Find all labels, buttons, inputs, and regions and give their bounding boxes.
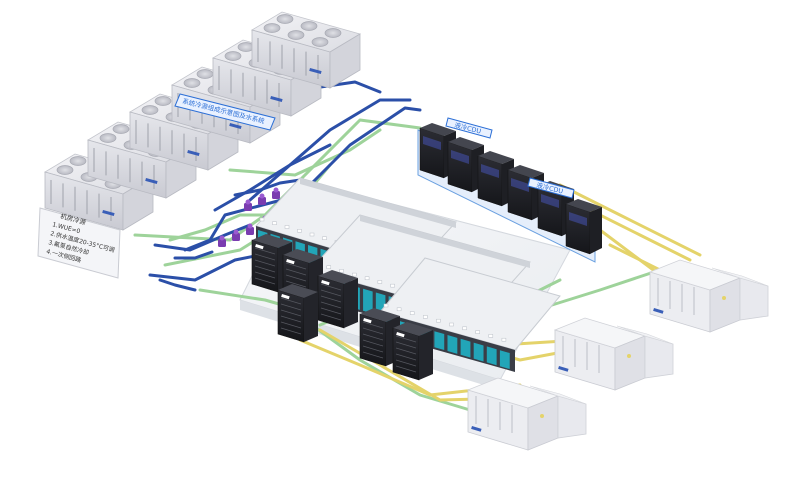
server-rack bbox=[499, 350, 510, 370]
server-rack bbox=[434, 331, 445, 351]
fan-icon bbox=[112, 124, 130, 134]
yellow-valve-icon bbox=[722, 296, 726, 300]
brand-plate bbox=[281, 294, 290, 300]
brand-plate bbox=[558, 366, 569, 372]
yellow-valve-icon bbox=[540, 414, 544, 418]
fan-icon bbox=[224, 51, 242, 61]
brand-plate bbox=[309, 68, 322, 75]
cdu-label-1-text: 液冷CDU bbox=[454, 120, 483, 135]
brand-plate bbox=[102, 210, 115, 217]
brand-plate bbox=[187, 150, 200, 157]
pump-valve-icon bbox=[244, 199, 252, 211]
outdoor-fluid-pump-unit bbox=[466, 377, 587, 451]
brand-plate bbox=[321, 280, 330, 286]
pump-valve-icon bbox=[258, 193, 266, 205]
fan-icon bbox=[154, 96, 172, 106]
brand-plate bbox=[286, 259, 295, 265]
yellow-valve-icon bbox=[627, 354, 631, 358]
fan-icon bbox=[69, 156, 87, 166]
brand-plate bbox=[363, 318, 372, 324]
fan-icon bbox=[263, 23, 281, 33]
server-rack bbox=[460, 338, 471, 358]
fan-icon bbox=[56, 165, 74, 175]
server-rack bbox=[473, 342, 484, 362]
outdoor-units bbox=[466, 259, 769, 451]
brand-plate bbox=[229, 122, 242, 130]
fan-icon bbox=[287, 30, 305, 40]
chiller-unit bbox=[250, 11, 362, 89]
fan-icon bbox=[99, 133, 117, 143]
fan-icon bbox=[141, 105, 159, 115]
precision-ac-cabinets bbox=[251, 234, 433, 381]
legend-note-card: 机房冷源 1.WUE=0 2.供水温度20-35°C可调 3.氟泵自然冷却 4.… bbox=[37, 207, 121, 279]
brand-plate bbox=[471, 425, 482, 432]
chiller-group bbox=[43, 11, 362, 231]
brand-plate bbox=[255, 244, 264, 250]
outdoor-fluid-pump-unit bbox=[648, 259, 769, 333]
fan-icon bbox=[183, 78, 201, 88]
fan-icon bbox=[276, 14, 294, 24]
fan-icon bbox=[300, 21, 318, 31]
fan-icon bbox=[196, 69, 214, 79]
brand-plate bbox=[145, 178, 158, 185]
server-rack bbox=[486, 346, 497, 366]
cdu-unit bbox=[565, 199, 602, 255]
cdu-row: 液冷CDU 液冷CDU bbox=[417, 117, 602, 263]
fan-icon bbox=[324, 28, 342, 38]
outdoor-fluid-pump-unit bbox=[553, 317, 674, 391]
pump-valve-icon bbox=[246, 223, 254, 235]
precision-ac-cabinet bbox=[317, 270, 358, 329]
server-rack bbox=[363, 288, 373, 314]
precision-ac-cabinet bbox=[392, 322, 433, 381]
pump-valve-icon bbox=[218, 235, 226, 247]
brand-plate bbox=[653, 308, 664, 314]
cdu-units bbox=[419, 123, 602, 255]
brand-plate bbox=[270, 96, 283, 103]
fan-icon bbox=[311, 37, 329, 47]
precision-ac-cabinet bbox=[277, 284, 318, 343]
brand-plate bbox=[396, 332, 405, 338]
pump-valve-icon bbox=[232, 229, 240, 241]
server-rack bbox=[447, 335, 458, 354]
pump-valve-icon bbox=[272, 187, 280, 199]
